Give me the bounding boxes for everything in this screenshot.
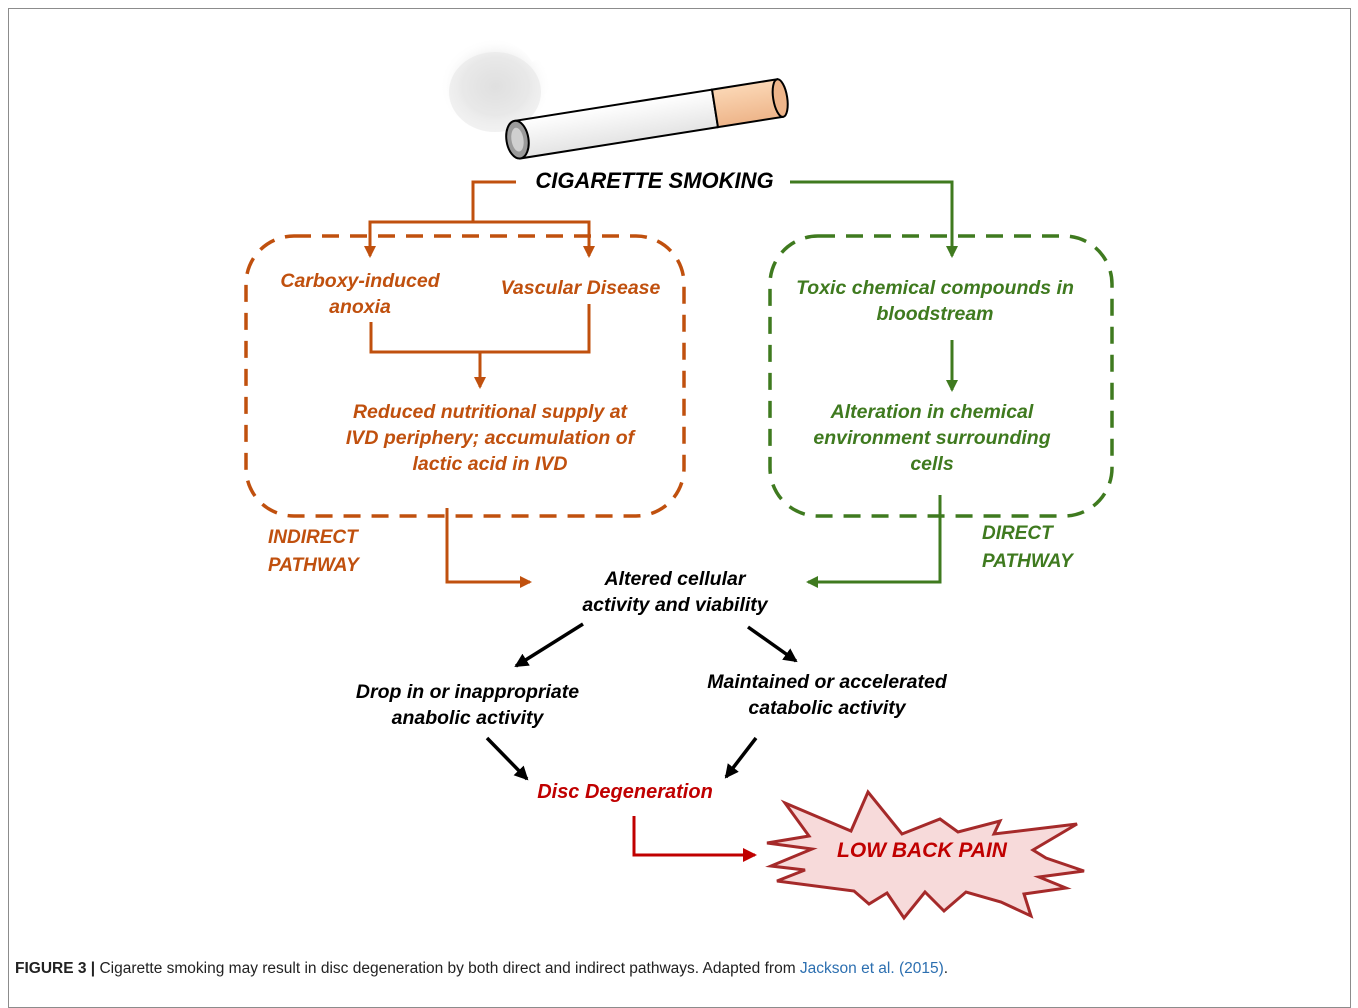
low-back-pain-label: LOW BACK PAIN <box>837 839 1007 862</box>
caption-text: Cigarette smoking may result in disc deg… <box>95 960 800 977</box>
cellular-arrows <box>485 622 798 781</box>
pathway-diagram <box>244 38 1114 921</box>
citation-link[interactable]: Jackson et al. (2015) <box>799 960 944 977</box>
figure-number: FIGURE 3 | <box>15 960 96 977</box>
indirect-pathway-box <box>244 234 686 518</box>
altered-cellular-node: Altered cellular activity and viability <box>582 568 768 616</box>
figure-caption: FIGURE 3 | Cigarette smoking may result … <box>15 960 948 978</box>
indirect-pathway-label: INDIRECT PATHWAY <box>268 527 359 576</box>
chemical-alteration-node: Alteration in chemical environment surro… <box>813 401 1051 475</box>
reduced-nutrition-node: Reduced nutritional supply at IVD periph… <box>345 401 635 475</box>
indirect-arrows <box>364 180 595 588</box>
smoke-icon <box>439 38 552 135</box>
direct-arrows <box>790 180 958 588</box>
carboxy-anoxia-node: Carboxy-induced anoxia <box>280 270 440 318</box>
cigarette-icon <box>505 78 789 160</box>
direct-pathway-label: DIRECT PATHWAY <box>982 523 1073 572</box>
caption-end: . <box>943 960 949 977</box>
burst-icon <box>765 789 1085 921</box>
pain-arrow <box>632 816 757 862</box>
toxic-compounds-node: Toxic chemical compounds in bloodstream <box>796 277 1074 325</box>
catabolic-activity-node: Maintained or accelerated catabolic acti… <box>707 671 947 719</box>
anabolic-activity-node: Drop in or inappropriate anabolic activi… <box>355 681 580 729</box>
vascular-disease-node: Vascular Disease <box>500 277 661 299</box>
cigarette-smoking-label: CIGARETTE SMOKING <box>535 168 774 193</box>
disc-degeneration-node: Disc Degeneration <box>537 781 713 803</box>
